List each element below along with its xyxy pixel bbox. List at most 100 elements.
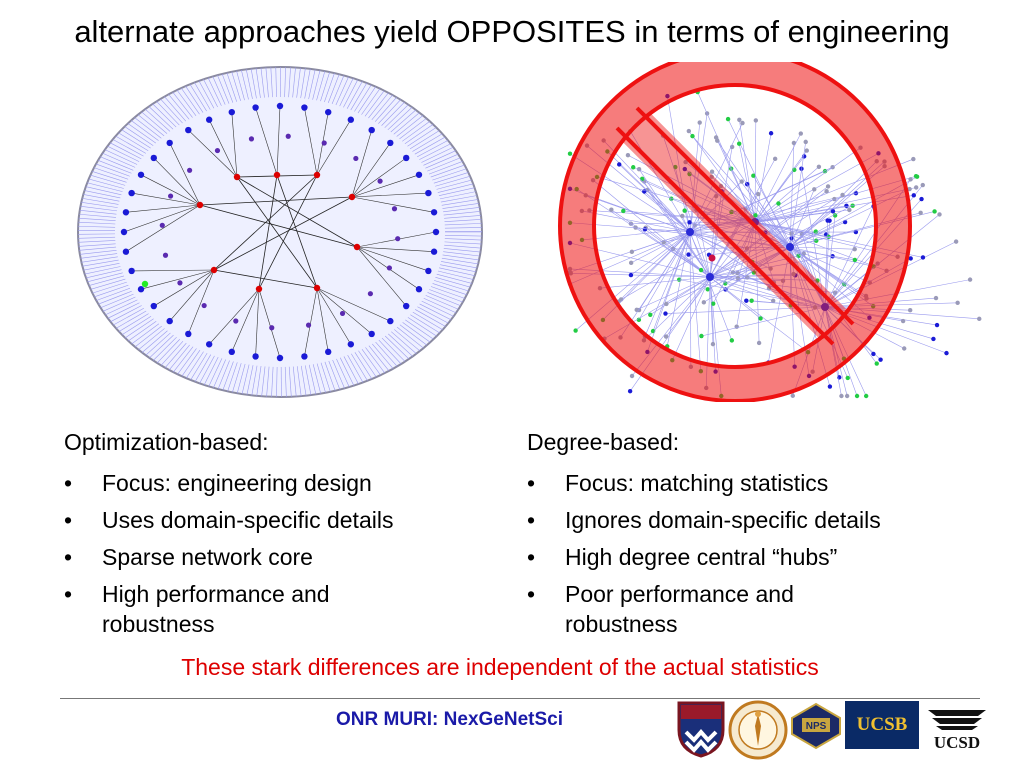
aggregation-node xyxy=(167,193,174,199)
fan-edge xyxy=(296,366,303,397)
fan-edge xyxy=(441,197,482,206)
hub-edge xyxy=(689,211,834,233)
fan-edge xyxy=(444,222,482,226)
list-item: •Ignores domain-specific details xyxy=(527,505,997,535)
caltech-seal-logo xyxy=(728,700,788,760)
hub-edge xyxy=(789,194,843,248)
hub-edge xyxy=(689,122,743,233)
peripheral-node xyxy=(908,177,913,182)
optimization-column: Optimization-based: •Focus: engineering … xyxy=(64,424,484,639)
peripheral-node xyxy=(686,128,692,134)
core-router-node xyxy=(313,171,321,179)
hub-edge xyxy=(666,246,791,305)
list-item: •High degree central “hubs” xyxy=(527,542,997,572)
hub-edge xyxy=(679,279,826,308)
core-edges xyxy=(123,105,437,359)
core-router-node xyxy=(210,266,218,274)
hub-edge xyxy=(701,269,826,308)
peripheral-node xyxy=(840,192,845,198)
core-router-node xyxy=(233,173,241,181)
peripheral-node xyxy=(690,133,695,139)
core-router-node xyxy=(353,243,361,251)
peripheral-node xyxy=(830,209,836,214)
host-node xyxy=(128,189,135,197)
hub-edge xyxy=(789,189,815,248)
access-edge xyxy=(188,269,215,335)
bullet-text: Focus: engineering design xyxy=(102,470,372,496)
core-router-node xyxy=(313,284,321,292)
hub-edge xyxy=(689,231,753,263)
host-node xyxy=(228,108,235,116)
bullet-text: Sparse network core xyxy=(102,544,313,570)
hub-edge xyxy=(754,150,808,223)
fan-edge xyxy=(244,365,254,397)
fan-edge xyxy=(78,233,116,235)
aggregation-node xyxy=(353,155,359,162)
fan-edge xyxy=(239,364,250,397)
peripheral-node xyxy=(756,340,762,346)
core-edge xyxy=(213,269,318,289)
aggregation-node xyxy=(159,222,165,228)
peripheral-node xyxy=(621,208,626,214)
host-node xyxy=(347,116,355,123)
fan-edge xyxy=(312,67,323,100)
bullet-icon: • xyxy=(64,581,73,607)
peripheral-node xyxy=(628,272,634,278)
host-node xyxy=(228,348,235,356)
fan-edge xyxy=(444,226,482,229)
hub-edge xyxy=(647,189,711,278)
bullet-icon: • xyxy=(527,507,536,533)
host-node xyxy=(122,248,130,255)
core-edge xyxy=(199,204,358,248)
peripheral-node xyxy=(642,227,648,232)
aggregation-node xyxy=(305,322,312,328)
hub-edge xyxy=(754,221,760,343)
peripheral-node xyxy=(919,196,924,202)
hub-edge xyxy=(711,171,791,248)
hub-edge xyxy=(703,246,791,303)
peripheral-node xyxy=(776,201,781,206)
hub-edge xyxy=(754,133,772,223)
host-node xyxy=(403,154,410,162)
hub-edge xyxy=(689,185,722,233)
host-node xyxy=(387,139,394,147)
fan-edge xyxy=(444,214,482,219)
hub-edge xyxy=(689,173,711,278)
list-item: •Uses domain-specific details xyxy=(64,505,484,535)
peripheral-node xyxy=(977,316,982,322)
hub-edge xyxy=(709,158,776,278)
host-node xyxy=(430,209,438,216)
host-node xyxy=(128,267,135,275)
peripheral-node xyxy=(663,311,668,316)
fan-edge xyxy=(444,234,482,237)
host-node xyxy=(205,116,213,123)
hub-edge xyxy=(672,276,711,361)
bullet-text: High performance and robustness xyxy=(102,581,330,637)
access-edge xyxy=(356,246,429,272)
svg-text:NPS: NPS xyxy=(806,721,827,732)
host-node xyxy=(387,317,394,325)
network-nodes xyxy=(120,102,440,362)
peripheral-node xyxy=(790,393,795,398)
access-edge xyxy=(140,269,215,290)
peripheral-node xyxy=(770,298,776,303)
hub-edge xyxy=(576,188,711,278)
penn-shield-logo xyxy=(677,701,725,758)
access-edge xyxy=(131,269,215,272)
host-node xyxy=(415,286,423,293)
peripheral-node xyxy=(825,218,830,223)
fan-edge xyxy=(304,365,314,397)
fan-edge xyxy=(78,256,118,265)
hub-edge xyxy=(689,231,702,372)
fan-edge xyxy=(78,195,119,205)
hub-edge xyxy=(689,166,833,233)
peripheral-node xyxy=(687,171,692,177)
core-edge xyxy=(199,196,353,206)
peripheral-node xyxy=(686,252,691,257)
footer-divider xyxy=(60,698,980,699)
fan-edge xyxy=(78,240,116,244)
fan-edge xyxy=(292,366,298,397)
ucsb-logo: UCSB xyxy=(845,701,919,749)
access-edge xyxy=(188,129,238,178)
